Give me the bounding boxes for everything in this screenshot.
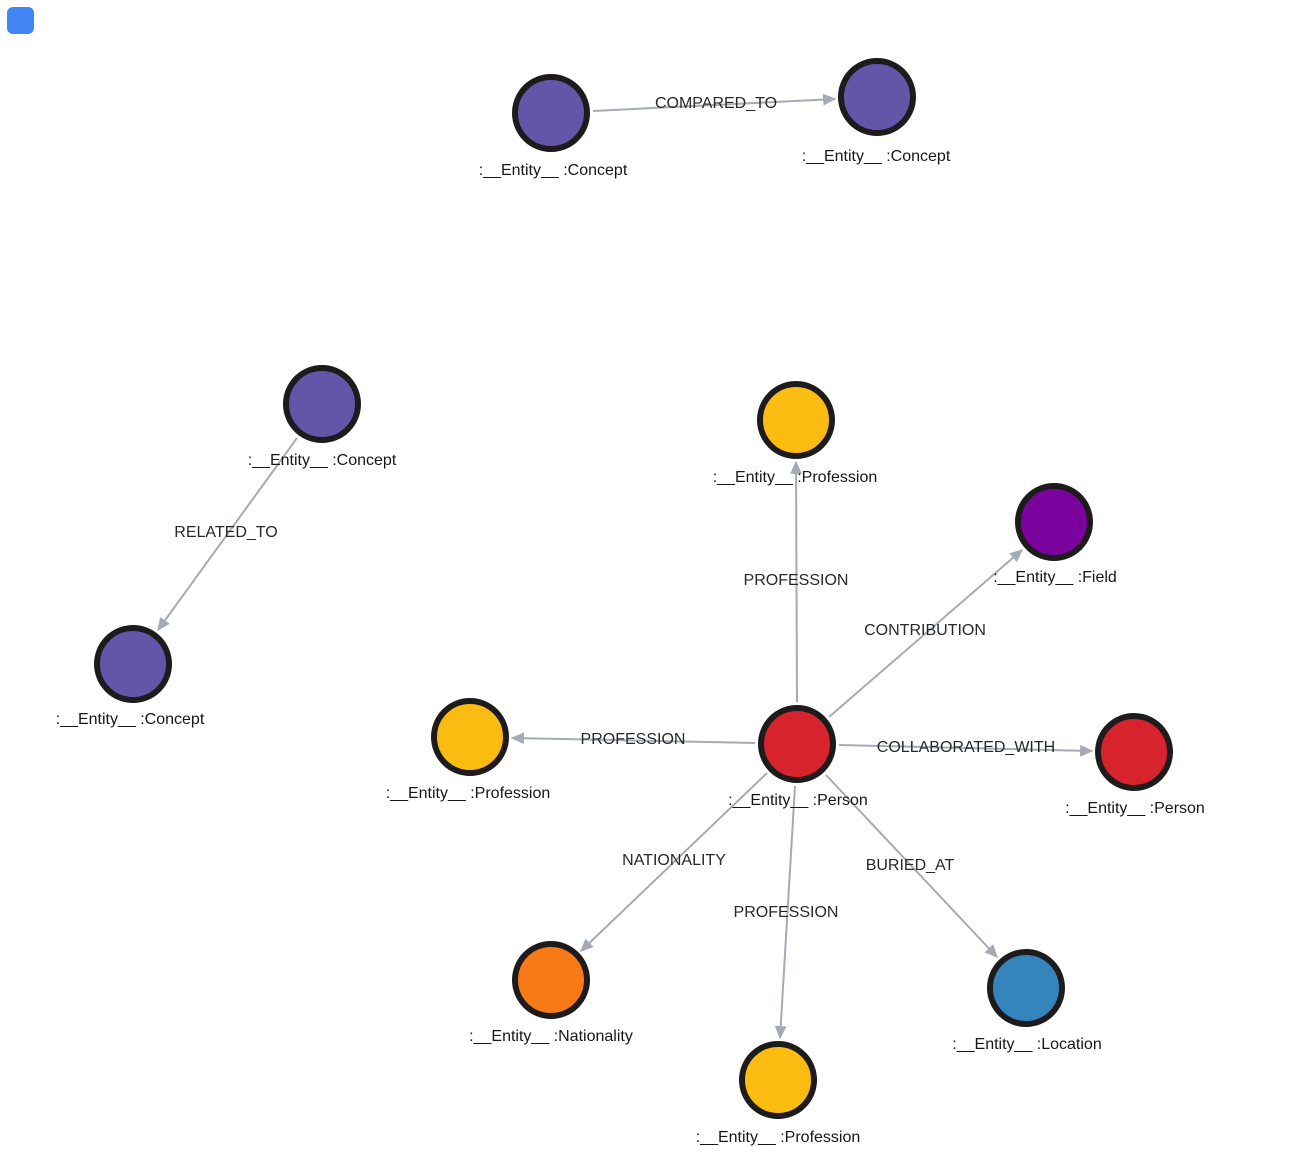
edge-line-related-to[interactable] bbox=[157, 437, 298, 632]
node-profession-top[interactable]: :__Entity__ :Profession bbox=[713, 381, 878, 486]
node-circle-concept-1[interactable] bbox=[512, 74, 590, 152]
node-caption-concept-1: :__Entity__ :Concept bbox=[479, 162, 628, 179]
node-nationality[interactable]: :__Entity__ :Nationality bbox=[469, 941, 633, 1045]
edge-line-nationality[interactable] bbox=[579, 772, 768, 952]
node-caption-person-center: :__Entity__ :Person bbox=[728, 792, 868, 809]
edge-label-compared-to: COMPARED_TO bbox=[655, 95, 777, 112]
edge-label-contribution: CONTRIBUTION bbox=[864, 622, 986, 639]
edge-line-profession-left[interactable] bbox=[510, 732, 756, 745]
node-location[interactable]: :__Entity__ :Location bbox=[952, 949, 1102, 1053]
node-caption-concept-2: :__Entity__ :Concept bbox=[802, 148, 951, 165]
edge-label-profession-left: PROFESSION bbox=[581, 731, 686, 748]
node-concept-2[interactable]: :__Entity__ :Concept bbox=[802, 58, 951, 165]
edge-group-nationality[interactable]: NATIONALITY bbox=[579, 772, 768, 952]
node-circle-person-right[interactable] bbox=[1095, 713, 1173, 791]
node-field[interactable]: :__Entity__ :Field bbox=[993, 483, 1117, 586]
edge-label-related-to: RELATED_TO bbox=[174, 524, 277, 541]
node-caption-nationality: :__Entity__ :Nationality bbox=[469, 1028, 633, 1045]
edge-label-buried-at: BURIED_AT bbox=[866, 857, 955, 874]
node-profession-left[interactable]: :__Entity__ :Profession bbox=[386, 698, 551, 802]
node-caption-person-right: :__Entity__ :Person bbox=[1065, 800, 1205, 817]
edge-group-profession-bottom[interactable]: PROFESSION bbox=[734, 785, 839, 1040]
node-circle-profession-top[interactable] bbox=[757, 381, 835, 459]
node-circle-person-center[interactable] bbox=[758, 705, 836, 783]
edge-group-buried-at[interactable]: BURIED_AT bbox=[825, 774, 998, 959]
node-concept-1[interactable]: :__Entity__ :Concept bbox=[479, 74, 628, 179]
corner-badge bbox=[7, 7, 34, 34]
edge-label-profession-bottom: PROFESSION bbox=[734, 904, 839, 921]
edge-group-profession-left[interactable]: PROFESSION bbox=[510, 731, 756, 748]
node-circle-concept-3[interactable] bbox=[283, 365, 361, 443]
node-circle-concept-2[interactable] bbox=[838, 58, 916, 136]
edge-line-contribution[interactable] bbox=[828, 549, 1024, 718]
edge-label-profession-top: PROFESSION bbox=[744, 572, 849, 589]
node-caption-profession-top: :__Entity__ :Profession bbox=[713, 469, 878, 486]
edge-group-collaborated-with[interactable]: COLLABORATED_WITH bbox=[838, 739, 1094, 757]
edge-line-buried-at[interactable] bbox=[825, 774, 998, 959]
node-circle-concept-4[interactable] bbox=[94, 625, 172, 703]
node-concept-3[interactable]: :__Entity__ :Concept bbox=[248, 365, 397, 469]
edge-group-contribution[interactable]: CONTRIBUTION bbox=[828, 549, 1024, 718]
node-circle-location[interactable] bbox=[987, 949, 1065, 1027]
edge-group-compared-to[interactable]: COMPARED_TO bbox=[592, 93, 837, 112]
edge-label-collaborated-with: COLLABORATED_WITH bbox=[877, 739, 1055, 756]
node-person-center[interactable]: :__Entity__ :Person bbox=[728, 705, 868, 809]
edge-line-collaborated-with[interactable] bbox=[838, 744, 1094, 757]
edge-line-compared-to[interactable] bbox=[592, 93, 837, 112]
node-person-right[interactable]: :__Entity__ :Person bbox=[1065, 713, 1205, 817]
edge-line-profession-bottom[interactable] bbox=[774, 785, 796, 1040]
node-profession-bottom[interactable]: :__Entity__ :Profession bbox=[696, 1041, 861, 1146]
edge-label-nationality: NATIONALITY bbox=[622, 852, 726, 869]
node-circle-profession-left[interactable] bbox=[431, 698, 509, 776]
node-caption-field: :__Entity__ :Field bbox=[993, 569, 1117, 586]
edge-group-profession-top[interactable]: PROFESSION bbox=[744, 460, 849, 703]
node-circle-nationality[interactable] bbox=[512, 941, 590, 1019]
node-caption-profession-left: :__Entity__ :Profession bbox=[386, 785, 551, 802]
node-concept-4[interactable]: :__Entity__ :Concept bbox=[56, 625, 205, 728]
node-caption-profession-bottom: :__Entity__ :Profession bbox=[696, 1129, 861, 1146]
node-caption-concept-3: :__Entity__ :Concept bbox=[248, 452, 397, 469]
node-caption-concept-4: :__Entity__ :Concept bbox=[56, 711, 205, 728]
node-circle-field[interactable] bbox=[1015, 483, 1093, 561]
node-caption-location: :__Entity__ :Location bbox=[952, 1036, 1101, 1053]
edge-line-profession-top[interactable] bbox=[790, 460, 802, 703]
node-circle-profession-bottom[interactable] bbox=[739, 1041, 817, 1119]
edge-group-related-to[interactable]: RELATED_TO bbox=[157, 437, 298, 632]
